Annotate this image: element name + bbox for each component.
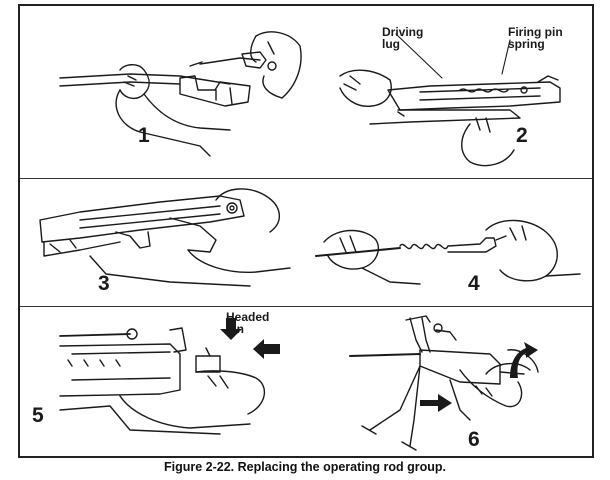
panel-4-illustration — [315, 219, 581, 285]
left-arrow-icon — [253, 339, 280, 359]
panel-4: 4 — [310, 182, 596, 306]
panel-6-illustration — [349, 315, 539, 451]
step-number-3: 3 — [98, 272, 110, 295]
panel-6: 6 — [310, 310, 596, 456]
down-arrow-icon — [220, 318, 242, 340]
figure-caption: Figure 2-22. Replacing the operating rod… — [164, 460, 446, 474]
panel-5-illustration — [59, 327, 266, 435]
panel-1: 1 — [20, 6, 306, 178]
panel-1-illustration — [59, 31, 302, 157]
panel-3-illustration — [39, 188, 291, 287]
panel-3: 3 — [20, 182, 306, 306]
right-arrow-icon — [420, 394, 452, 412]
step-number-1: 1 — [138, 124, 150, 147]
row-divider-2 — [20, 306, 592, 307]
panel-2-illustration — [339, 33, 561, 167]
step-number-4: 4 — [468, 272, 480, 295]
step-number-6: 6 — [468, 428, 480, 451]
step-number-2: 2 — [516, 124, 528, 147]
row-divider-1 — [20, 178, 592, 179]
step-number-5: 5 — [32, 404, 44, 427]
curved-arrow-icon — [510, 342, 538, 378]
